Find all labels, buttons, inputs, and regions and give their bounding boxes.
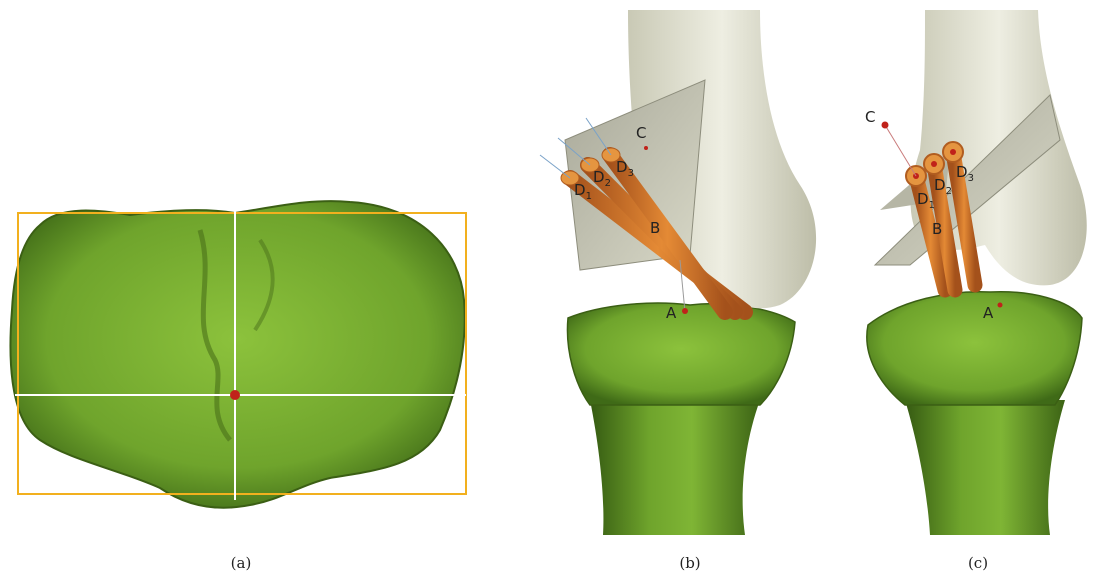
caption-b: (b) bbox=[679, 554, 700, 572]
point-a-marker-c bbox=[998, 303, 1003, 308]
panel-b: A B C D1 D2 D3 (b) bbox=[540, 10, 816, 572]
center-point bbox=[230, 390, 240, 400]
tibia-head-c bbox=[867, 292, 1082, 405]
label-a: A bbox=[666, 304, 677, 322]
label-c-b: B bbox=[932, 220, 942, 238]
label-b: B bbox=[650, 219, 660, 237]
point-a-marker bbox=[682, 308, 688, 314]
guide-line-c bbox=[885, 125, 916, 176]
tibia-shaft bbox=[590, 400, 760, 535]
tibia-head bbox=[567, 303, 795, 405]
label-c-c: C bbox=[865, 108, 875, 126]
panel-a: (a) bbox=[10, 201, 466, 572]
label-c: C bbox=[636, 124, 646, 142]
guide-line-1 bbox=[540, 155, 570, 178]
caption-a: (a) bbox=[231, 554, 252, 572]
point-c-marker-c bbox=[882, 122, 889, 129]
point-c-marker bbox=[644, 146, 648, 150]
tunnel-c-d2-center bbox=[931, 161, 937, 167]
caption-c: (c) bbox=[968, 554, 988, 572]
tibial-plateau-surface bbox=[10, 201, 464, 508]
label-c-a: A bbox=[983, 304, 994, 322]
panel-c: A B C D1 D2 D3 (c) bbox=[865, 10, 1087, 572]
tibia-shaft-c bbox=[905, 400, 1065, 535]
tunnel-c-d3-center bbox=[950, 149, 956, 155]
